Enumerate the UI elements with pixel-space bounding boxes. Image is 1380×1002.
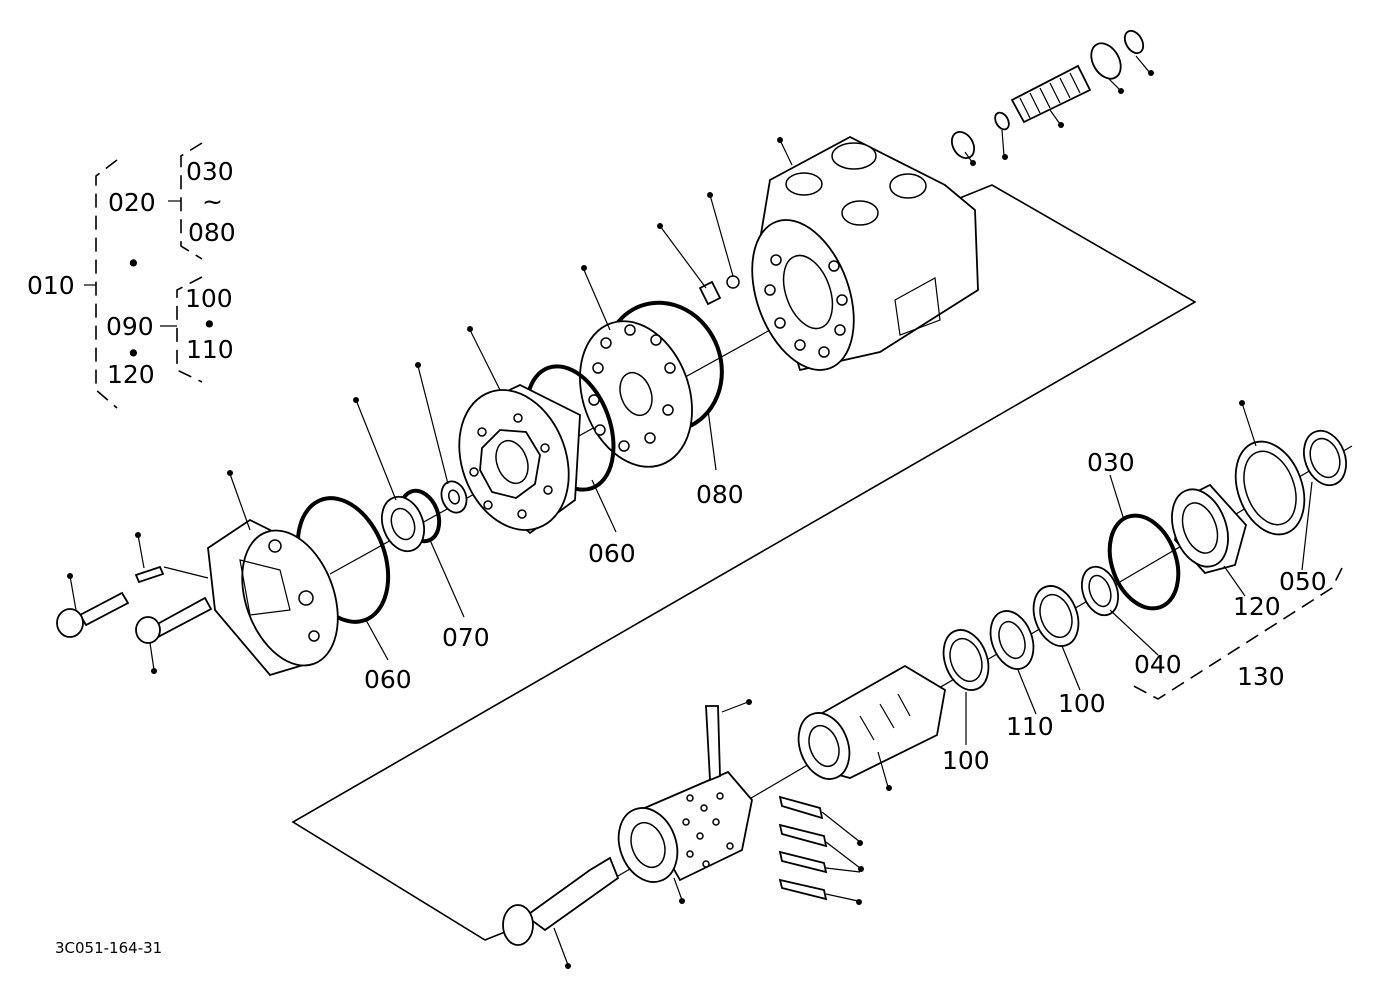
label-050: 050 bbox=[1279, 567, 1327, 596]
tree-bullet-2: • bbox=[202, 310, 217, 339]
label-130: 130 bbox=[1237, 662, 1285, 691]
tree-root-010: 010 bbox=[27, 271, 75, 300]
tree-100: 100 bbox=[185, 284, 233, 313]
label-110: 110 bbox=[1006, 712, 1054, 741]
seal-040 bbox=[1080, 565, 1120, 617]
leader-dots bbox=[67, 70, 1245, 969]
tree-bullet-1: • bbox=[126, 249, 141, 278]
tree-bullet-3: • bbox=[126, 339, 141, 368]
label-040: 040 bbox=[1134, 650, 1182, 679]
label-100-left: 100 bbox=[942, 746, 990, 775]
washer-100-right bbox=[1032, 585, 1080, 647]
label-070: 070 bbox=[442, 623, 490, 652]
o-ring-030 bbox=[1107, 513, 1181, 611]
label-080: 080 bbox=[696, 480, 744, 509]
label-060-upper: 060 bbox=[588, 539, 636, 568]
cap-screws bbox=[56, 591, 213, 644]
tree-090: 090 bbox=[106, 312, 154, 341]
callout-labels: 080 060 070 060 030 040 120 050 130 100 … bbox=[364, 448, 1327, 775]
relief-valve-parts bbox=[950, 29, 1145, 160]
gear-set bbox=[458, 383, 581, 535]
ring-050 bbox=[1303, 429, 1347, 487]
kit-130-bracket bbox=[1129, 567, 1343, 700]
label-120: 120 bbox=[1233, 592, 1281, 621]
dowel-pin bbox=[134, 565, 165, 584]
centering-springs bbox=[778, 795, 828, 901]
steering-unit-housing bbox=[751, 135, 979, 372]
label-100-right: 100 bbox=[1058, 689, 1106, 718]
leader-lines bbox=[69, 55, 1313, 966]
tree-080: 080 bbox=[188, 218, 236, 247]
bushing-ring bbox=[1234, 440, 1306, 536]
label-060-lower: 060 bbox=[364, 665, 412, 694]
control-sleeve bbox=[797, 664, 946, 780]
tree-030: 030 bbox=[186, 157, 234, 186]
tree-020: 020 bbox=[108, 188, 156, 217]
washer-100-left bbox=[942, 629, 990, 691]
document-code: 3C051-164-31 bbox=[55, 939, 162, 957]
shaft-seal bbox=[381, 495, 425, 553]
control-spool bbox=[617, 770, 753, 883]
cross-pin bbox=[705, 705, 721, 782]
parts-tree: 010 020 030 ~ 080 • 090 100 • 110 • 120 bbox=[27, 142, 236, 409]
label-030: 030 bbox=[1087, 448, 1135, 477]
tree-120: 120 bbox=[107, 360, 155, 389]
seal-110 bbox=[989, 610, 1035, 670]
drive-shaft bbox=[502, 856, 620, 946]
tree-110: 110 bbox=[186, 335, 234, 364]
tree-range-mark: ~ bbox=[202, 187, 223, 216]
end-cap bbox=[207, 518, 339, 677]
check-valve-parts bbox=[698, 275, 740, 306]
bushing-120 bbox=[1171, 483, 1247, 575]
spacer-plate bbox=[579, 320, 693, 468]
